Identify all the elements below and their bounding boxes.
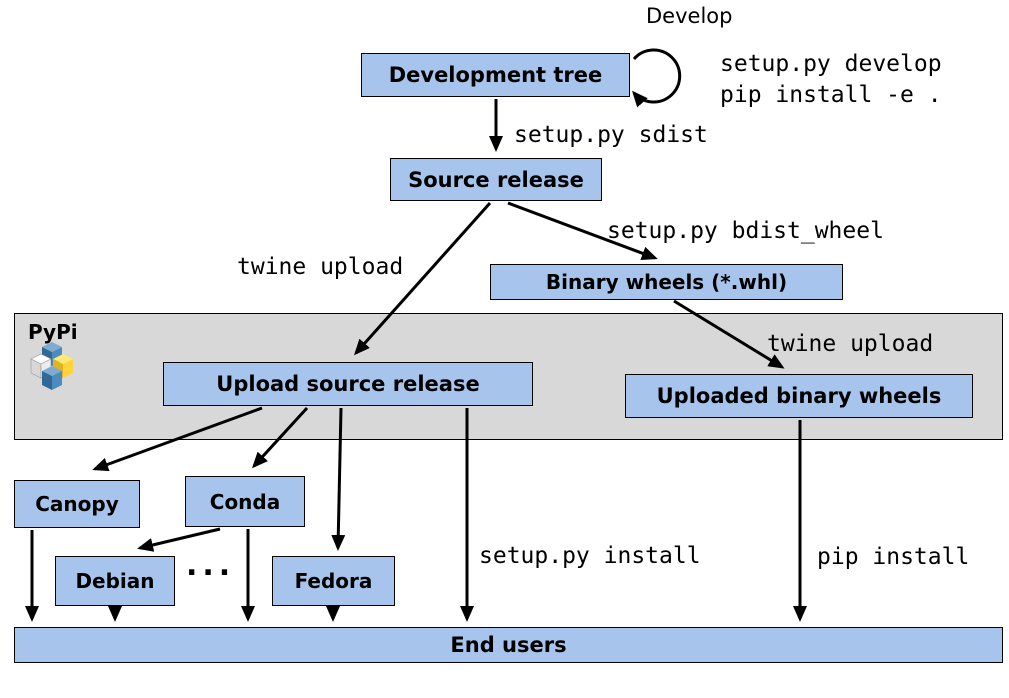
arrow-upload-to-conda [251,406,309,469]
node-debian: Debian [55,556,175,606]
node-upload-source-release: Upload source release [163,362,533,406]
node-binary-wheels: Binary wheels (*.whl) [490,264,843,300]
node-end-users: End users [14,627,1003,663]
edge-label-setup-develop: setup.py develop [720,51,942,77]
arrow-source-to-binary-wheels [507,201,658,261]
edge-label-twine-upload-wheels: twine upload [767,331,934,357]
ellipsis-more-distros: ... [186,548,236,583]
node-source-release: Source release [390,158,602,201]
pypi-logo-icon [30,342,73,390]
arrow-source-to-upload-source [354,202,492,356]
node-fedora: Fedora [272,556,395,606]
node-uploaded-binary-wheels: Uploaded binary wheels [625,374,973,418]
pypi-region-label: PyPi [28,320,78,344]
arrow-develop-self-loop [632,48,682,108]
arrow-upload-to-canopy [92,406,263,472]
arrow-upload-to-fedora [331,407,346,551]
arrow-conda-to-debian [137,527,221,552]
node-conda: Conda [185,476,305,527]
edge-label-twine-upload-source: twine upload [237,254,404,280]
edge-label-setup-install: setup.py install [479,543,701,569]
edge-label-setup-sdist: setup.py sdist [514,122,708,148]
edge-label-pip-install: pip install [817,544,970,570]
edge-label-develop: Develop [646,4,733,28]
arrow-wheels-to-uploaded-wheels [673,299,785,369]
edge-label-setup-bdist-wheel: setup.py bdist_wheel [607,218,884,244]
node-development-tree: Development tree [361,53,630,97]
node-canopy: Canopy [14,480,140,528]
edge-label-pip-install-editable: pip install -e . [720,82,942,108]
